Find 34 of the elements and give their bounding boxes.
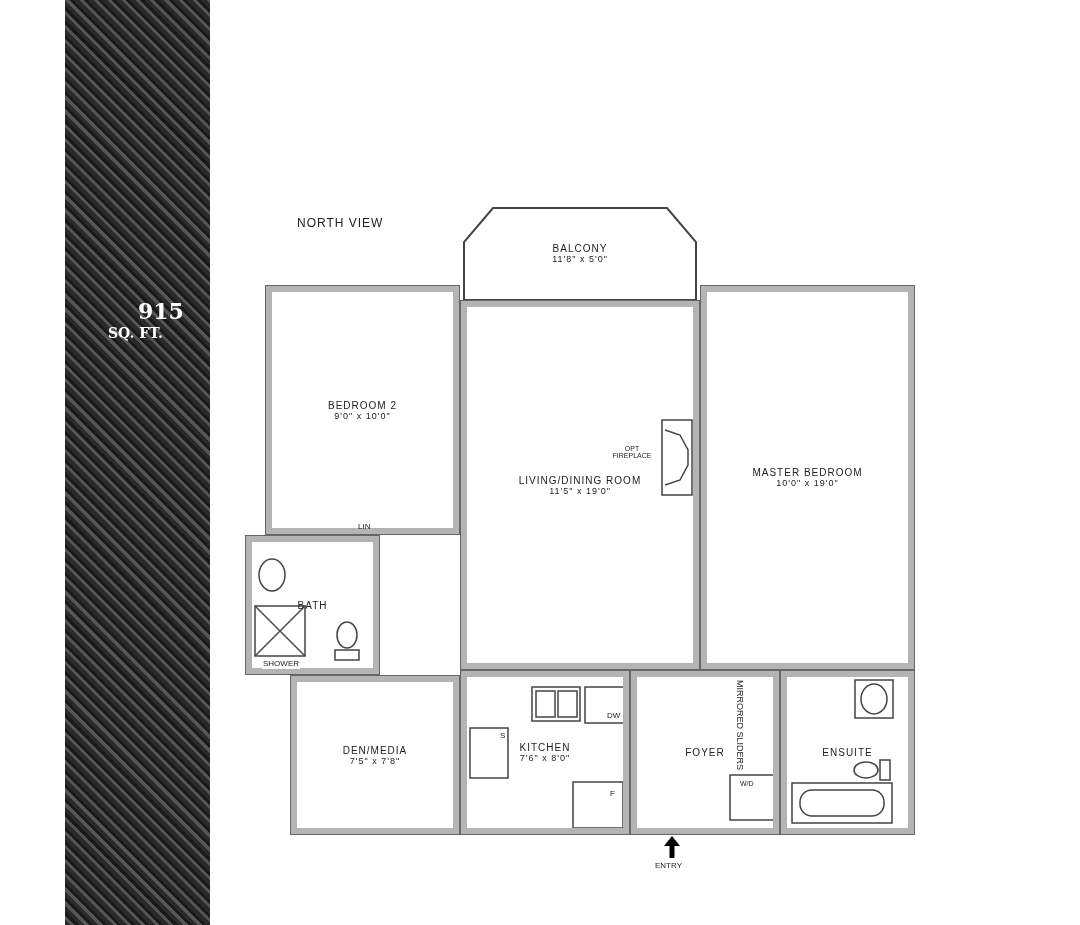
living-room	[460, 300, 700, 670]
room-name: DEN/MEDIA	[342, 744, 408, 756]
balcony-area	[463, 207, 697, 300]
door-label: MIRRORED SLIDERS	[735, 680, 744, 770]
room-name: BATH	[297, 599, 328, 611]
room-dimensions: 11'8" x 5'0"	[552, 254, 608, 264]
room-dimensions: 9'0" x 10'0"	[334, 410, 391, 421]
bedroom-room	[700, 285, 915, 670]
ensuite-room	[780, 670, 915, 835]
room-dimensions: 11'5" x 19'0"	[549, 485, 611, 496]
fixture-label: SHOWER	[262, 659, 300, 669]
room-dimensions: 7'5" x 7'8"	[349, 755, 401, 766]
foyer-room	[630, 670, 780, 835]
appliance-label: F	[610, 790, 615, 798]
room-dimensions: 10'0" x 19'0"	[776, 478, 839, 488]
closet-label: LIN	[358, 523, 371, 531]
room-name: FOYER	[685, 747, 725, 758]
room-dimensions: 7'6" x 8'0"	[519, 753, 571, 763]
room-name: BALCONY	[552, 243, 608, 254]
bathroom-room	[245, 535, 380, 675]
kitchen-room	[460, 670, 630, 835]
appliance-label: DW	[607, 712, 621, 720]
area-value: 915	[138, 300, 184, 322]
room-name: MASTER BEDROOM	[752, 467, 863, 478]
room-name: LIVING/DINING ROOM	[518, 474, 642, 486]
room-name: KITCHEN	[519, 742, 571, 753]
entry-label: ENTRY	[655, 862, 682, 870]
room-name: BEDROOM 2	[328, 399, 397, 411]
den-room	[290, 675, 460, 835]
appliance-label: S	[500, 732, 506, 740]
room-name: ENSUITE	[822, 747, 873, 758]
area-unit: SQ. FT.	[108, 326, 163, 340]
view-label: NORTH VIEW	[297, 217, 384, 229]
bedroom-room	[265, 285, 460, 535]
